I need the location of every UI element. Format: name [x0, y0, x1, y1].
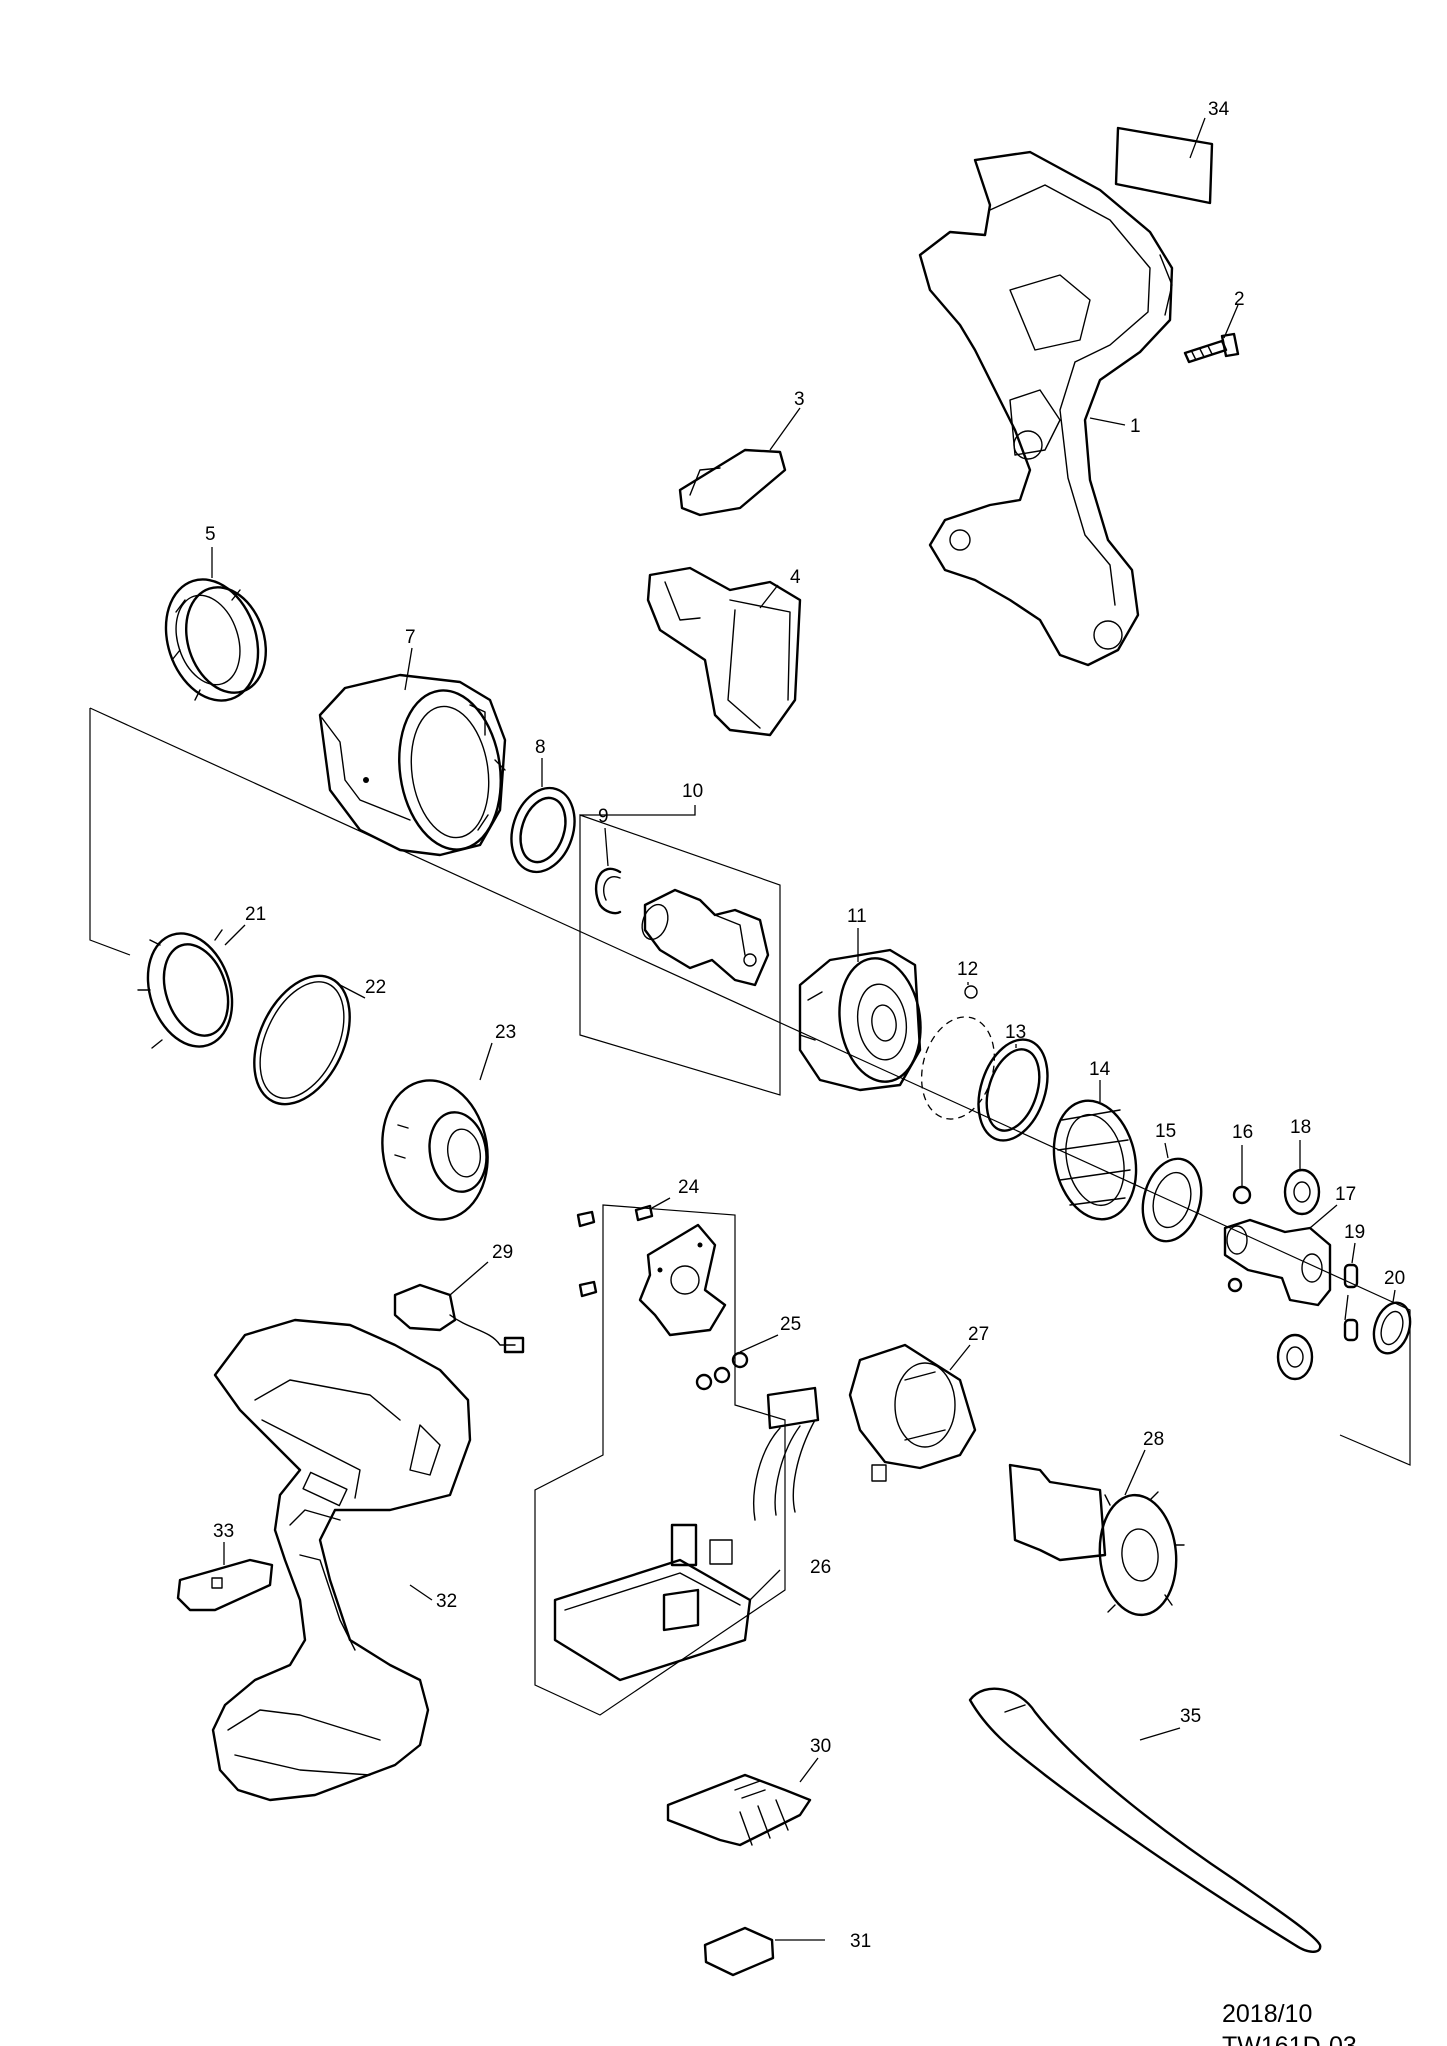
callout-31: 31: [850, 1931, 871, 1952]
callout-13: 13: [1005, 1022, 1026, 1043]
part-31-label: [703, 1926, 775, 1977]
part-18-planetary-gear: [1276, 1168, 1321, 1381]
part-24-screws-and-plate: [576, 1204, 727, 1337]
callout-33: 33: [213, 1521, 234, 1542]
callout-7: 7: [405, 627, 416, 648]
part-28-rotor: [1008, 1463, 1185, 1617]
callout-19: 19: [1344, 1222, 1365, 1243]
callout-32: 32: [436, 1591, 457, 1612]
callout-5: 5: [205, 524, 216, 545]
part-17-spindle: [1223, 1218, 1332, 1307]
callout-9: 9: [598, 806, 609, 827]
callout-22: 22: [365, 977, 386, 998]
callout-17: 17: [1335, 1184, 1356, 1205]
part-27-stator: [848, 1343, 977, 1482]
part-20-washer: [1372, 1301, 1412, 1355]
callout-18: 18: [1290, 1117, 1311, 1138]
callout-3: 3: [794, 389, 805, 410]
part-11-hammer: [798, 948, 922, 1092]
callout-2: 2: [1234, 289, 1245, 310]
part-14-compression-spring: [1052, 1099, 1138, 1221]
callout-25: 25: [780, 1314, 801, 1335]
part-10-anvil: [641, 888, 770, 987]
part-15-flat-washer: [1141, 1157, 1203, 1243]
part-4-trigger-switch: [646, 566, 802, 737]
callout-27: 27: [968, 1324, 989, 1345]
callout-23: 23: [495, 1022, 516, 1043]
part-8-washer: [510, 786, 576, 874]
callout-16: 16: [1232, 1122, 1253, 1143]
callout-10: 10: [682, 781, 703, 802]
callout-20: 20: [1384, 1268, 1405, 1289]
callout-labels: 1 2 3 4 5 7 8 9 10 11 12 13 14 15 16 17 …: [205, 99, 1405, 1952]
callout-24: 24: [678, 1177, 700, 1198]
part-30-heat-sink: [666, 1773, 812, 1847]
part-7-hammer-case: [318, 673, 507, 857]
part-1-housing-half: [918, 150, 1174, 667]
part-5-ring: [164, 578, 268, 702]
callout-4: 4: [790, 567, 801, 588]
callout-leaders: [211, 117, 1396, 1941]
callout-15: 15: [1155, 1121, 1176, 1142]
part-23-bearing-box: [381, 1079, 489, 1221]
callout-21: 21: [245, 904, 266, 925]
callout-26: 26: [810, 1557, 831, 1578]
part-21-ring: [137, 929, 234, 1049]
part-3-switch-lever: [678, 448, 787, 517]
callout-29: 29: [492, 1242, 513, 1263]
part-12-steel-ball: [920, 985, 996, 1120]
model-code: TW161D-03: [1222, 2032, 1357, 2046]
part-26-controller: [553, 1386, 820, 1682]
part-25-terminal-screws: [695, 1351, 749, 1391]
part-22-o-ring: [253, 974, 351, 1106]
part-29-led-circuit: [393, 1283, 525, 1354]
part-33-cover: [176, 1558, 274, 1612]
callout-1: 1: [1130, 416, 1141, 437]
callout-11: 11: [847, 906, 867, 927]
part-35-strap: [968, 1687, 1322, 1953]
callout-30: 30: [810, 1736, 831, 1757]
part-9-ring-spring: [594, 867, 622, 915]
callout-28: 28: [1143, 1429, 1164, 1450]
part-34-label-plate: [1114, 126, 1214, 205]
callout-34: 34: [1208, 99, 1230, 120]
revision-date: 2018/10: [1222, 2000, 1313, 2028]
callout-12: 12: [957, 959, 978, 980]
part-2-screw: [1183, 332, 1240, 364]
callout-35: 35: [1180, 1706, 1201, 1727]
part-19-pin: [1343, 1263, 1359, 1342]
callout-14: 14: [1089, 1059, 1111, 1080]
callout-8: 8: [535, 737, 546, 758]
part-13-washer: [977, 1038, 1049, 1142]
part-32-housing-set: [211, 1318, 472, 1802]
assembly-guide-lines: [89, 707, 1411, 1716]
